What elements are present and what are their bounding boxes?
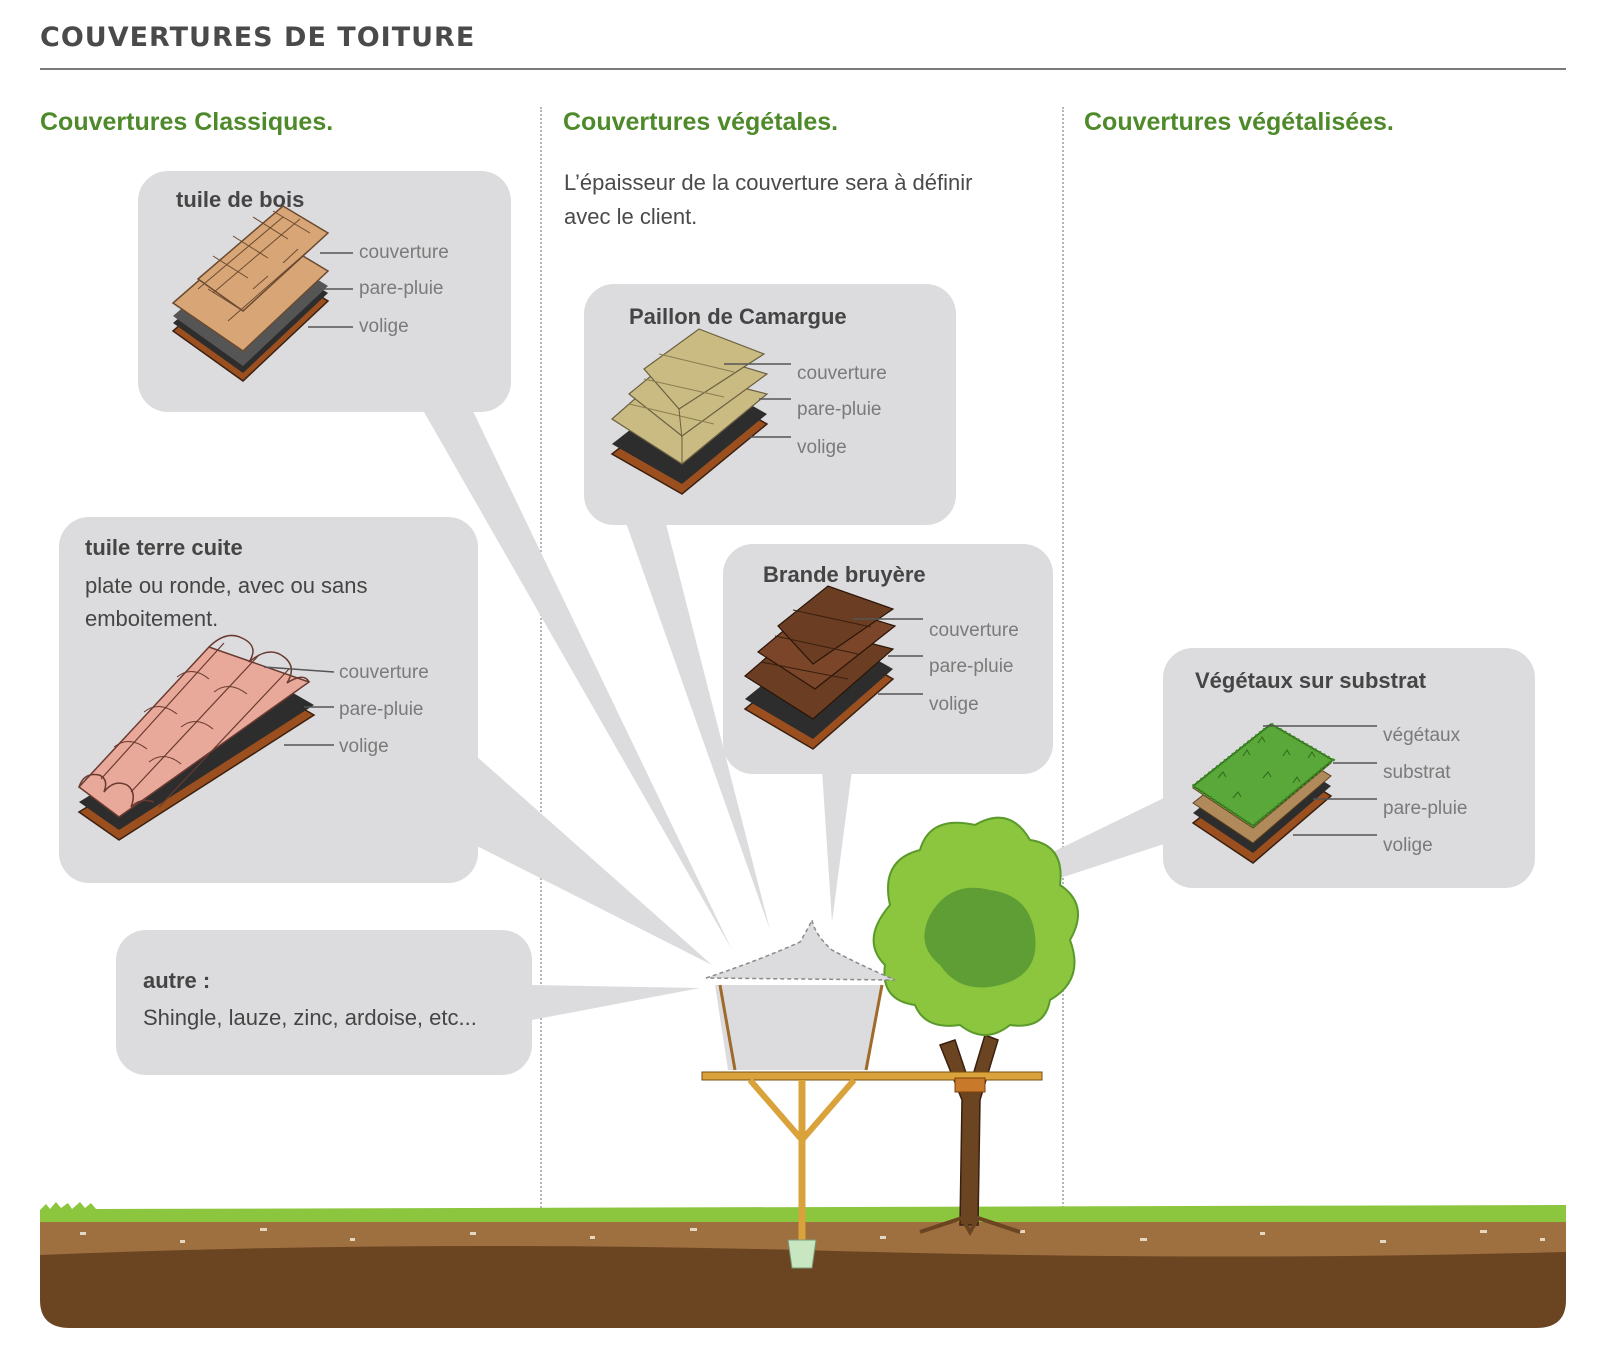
column-separator-2: [1062, 107, 1064, 1327]
label-volige: volige: [797, 437, 847, 458]
bubble-paillon: Paillon de Camargue couverture pare-plui…: [584, 284, 956, 525]
treehouse-platform: [701, 1071, 1043, 1081]
column-title-vegetales: Couvertures végétales.: [563, 108, 839, 136]
label-pare-pluie: pare-pluie: [339, 699, 424, 720]
treehouse: [701, 917, 1043, 1269]
bubble-title: Paillon de Camargue: [629, 304, 847, 329]
bubble-bruyere: Brande bruyère couverture pare-pluie vol…: [723, 544, 1053, 774]
tree-canopy-shade: [924, 887, 1036, 988]
title-divider: [40, 68, 1566, 70]
beam-tuile-bois: [420, 405, 732, 950]
page-title: COUVERTURES DE TOITURE: [40, 22, 476, 53]
label-volige: volige: [339, 736, 389, 757]
straw-stack-illustration: [610, 328, 791, 495]
label-vegetaux: végétaux: [1383, 725, 1461, 746]
tent-body: [715, 985, 882, 1070]
intro-line-1: L’épaisseur de la couverture sera à défi…: [564, 170, 973, 195]
column-separator-1: [540, 107, 542, 1327]
tree: [872, 816, 1079, 1237]
bubble-subtitle: Shingle, lauze, zinc, ardoise, etc...: [143, 1005, 477, 1030]
beam-terre-cuite: [475, 755, 712, 965]
bubble-terre-cuite: tuile terre cuite plate ou ronde, avec o…: [59, 517, 478, 883]
beam-paillon: [625, 520, 770, 930]
label-volige: volige: [1383, 835, 1433, 856]
label-pare-pluie: pare-pluie: [929, 656, 1014, 677]
platform-clamp: [954, 1077, 986, 1093]
clay-tile-stack-illustration: [77, 634, 335, 841]
label-couverture: couverture: [339, 662, 429, 683]
bubble-tuile-bois: tuile de bois couverture pare-pluie voli…: [138, 171, 511, 412]
heather-stack-illustration: [743, 585, 923, 750]
bubble-title: autre :: [143, 968, 211, 993]
bubble-title: Brande bruyère: [763, 562, 926, 587]
label-volige: volige: [359, 316, 409, 337]
tent-pole-left: [718, 984, 737, 1071]
bubble-vegetaux: Végétaux sur substrat végétaux substrat …: [1163, 648, 1535, 888]
brace-left: [747, 1078, 805, 1142]
tree-trunk: [939, 1034, 999, 1226]
intro-line-2: avec le client.: [564, 204, 698, 229]
vegetales-intro: L’épaisseur de la couverture sera à défi…: [564, 166, 1034, 234]
beam-autre: [532, 985, 700, 1020]
column-title-classiques: Couvertures Classiques.: [40, 108, 334, 136]
label-volige: volige: [929, 694, 979, 715]
label-couverture: couverture: [929, 620, 1019, 641]
label-couverture: couverture: [359, 242, 449, 263]
column-title-vegetalisees: Couvertures végétalisées.: [1084, 108, 1394, 136]
label-pare-pluie: pare-pluie: [1383, 798, 1468, 819]
tent-roof: [705, 917, 896, 981]
label-couverture: couverture: [797, 363, 887, 384]
label-pare-pluie: pare-pluie: [359, 278, 444, 299]
bubble-title: tuile terre cuite: [85, 535, 243, 560]
bubble-autre: autre : Shingle, lauze, zinc, ardoise, e…: [116, 930, 532, 1075]
beam-bruyere: [822, 770, 852, 922]
bubble-subtitle-1: plate ou ronde, avec ou sans: [85, 573, 368, 598]
post-anchor: [787, 1239, 817, 1269]
label-substrat: substrat: [1383, 762, 1451, 783]
wood-tile-stack-illustration: [171, 205, 353, 382]
green-roof-stack-illustration: [1190, 722, 1377, 864]
brace-right: [799, 1078, 857, 1142]
tent-pole-right: [864, 984, 884, 1071]
tree-roots: [919, 1215, 1021, 1237]
label-pare-pluie: pare-pluie: [797, 399, 882, 420]
bubble-title: Végétaux sur substrat: [1195, 668, 1427, 693]
soil-pebbles: [80, 1228, 1545, 1243]
bubble-subtitle-2: emboitement.: [85, 606, 219, 631]
